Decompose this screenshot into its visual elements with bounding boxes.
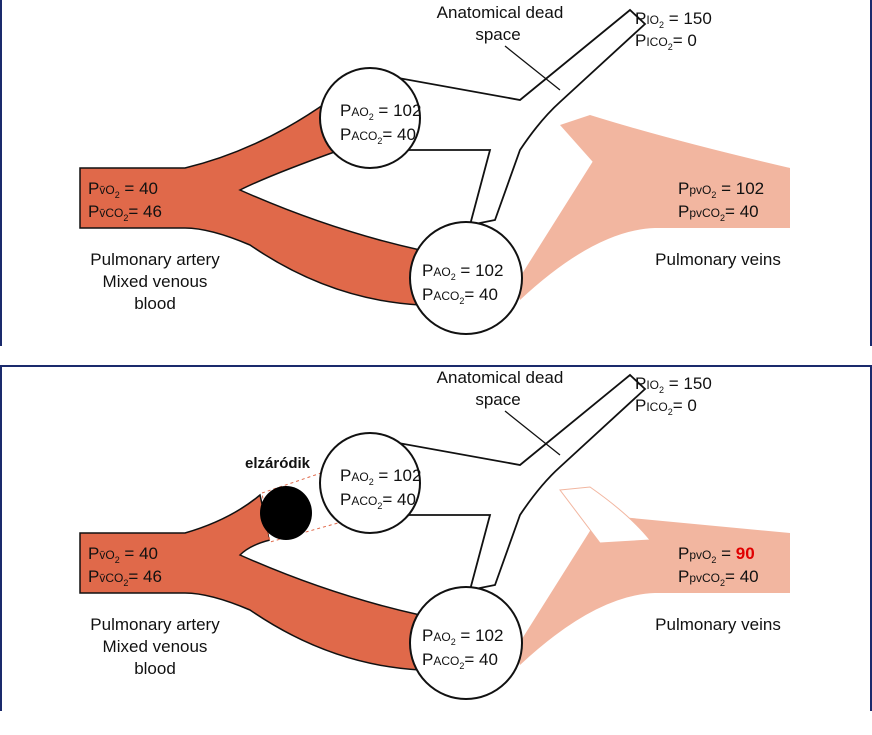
venous-o2: Pv̄O2 = 40: [88, 544, 158, 565]
alveolus-upper-co2: PACO2= 40: [340, 490, 416, 511]
dead-space-label-1: Anatomical dead: [437, 368, 564, 387]
venous-co2: Pv̄CO2= 46: [88, 567, 162, 588]
vein-co2: PpvCO2= 40: [678, 202, 759, 223]
alveolus-upper: [319, 432, 421, 534]
dead-space-label-2: space: [475, 25, 520, 44]
frame-right: [870, 365, 872, 711]
pulmonary-vein-upper: [560, 115, 790, 170]
alveolus-lower-co2: PACO2= 40: [422, 650, 498, 671]
pulmonary-vein-upper-blanched: [559, 486, 651, 544]
dead-space-label-1: Anatomical dead: [437, 3, 564, 22]
alveolus-lower: [409, 586, 523, 700]
alveolus-upper-o2: PAO2 = 102: [340, 101, 421, 122]
lung-diagram-normal: Anatomical dead space PIO2 = 150 PICO2= …: [79, 3, 790, 335]
dead-space-label-2: space: [475, 390, 520, 409]
venous-co2: Pv̄CO2= 46: [88, 202, 162, 223]
vein-label: Pulmonary veins: [655, 615, 781, 634]
clot-icon: [260, 486, 312, 540]
venous-o2: Pv̄O2 = 40: [88, 179, 158, 200]
occlusion-label: elzáródik: [245, 455, 311, 472]
inspired-po2: PIO2 = 150: [635, 374, 712, 395]
dead-space-pointer: [504, 410, 561, 456]
inspired-pco2: PICO2= 0: [635, 31, 697, 52]
alveolus-lower-co2: PACO2= 40: [422, 285, 498, 306]
pulmonary-vein-lower: [515, 150, 790, 300]
artery-label-3: blood: [134, 294, 176, 313]
artery-label-1: Pulmonary artery: [90, 250, 220, 269]
vein-o2: PpvO2 = 102: [678, 179, 764, 200]
lung-diagram-occluded: elzáródik Anatomical dead space PIO2 = 1…: [79, 368, 790, 700]
alveolus-upper: [319, 67, 421, 169]
artery-label-3: blood: [134, 659, 176, 678]
frame-right: [870, 0, 872, 346]
diagram-normal-panel: Anatomical dead space PIO2 = 150 PICO2= …: [0, 0, 872, 346]
artery-label-2: Mixed venous: [103, 637, 208, 656]
frame-top: [0, 365, 872, 367]
inspired-po2: PIO2 = 150: [635, 9, 712, 30]
pulmonary-vein-lower: [515, 515, 790, 665]
alveolus-lower-o2: PAO2 = 102: [422, 261, 503, 282]
vein-o2: PpvO2 = 90: [678, 544, 755, 565]
vein-label: Pulmonary veins: [655, 250, 781, 269]
artery-label-1: Pulmonary artery: [90, 615, 220, 634]
alveolus-upper-o2: PAO2 = 102: [340, 466, 421, 487]
alveolus-lower-o2: PAO2 = 102: [422, 626, 503, 647]
vein-co2: PpvCO2= 40: [678, 567, 759, 588]
alveolus-lower: [409, 221, 523, 335]
frame-left: [0, 365, 2, 711]
frame-left: [0, 0, 2, 346]
diagram-occluded-panel: elzáródik Anatomical dead space PIO2 = 1…: [0, 365, 872, 711]
dead-space-pointer: [504, 45, 561, 91]
alveolus-upper-co2: PACO2= 40: [340, 125, 416, 146]
inspired-pco2: PICO2= 0: [635, 396, 697, 417]
vein-o2-value-highlight: 90: [736, 544, 755, 563]
pulmonary-artery: [79, 493, 421, 671]
artery-label-2: Mixed venous: [103, 272, 208, 291]
